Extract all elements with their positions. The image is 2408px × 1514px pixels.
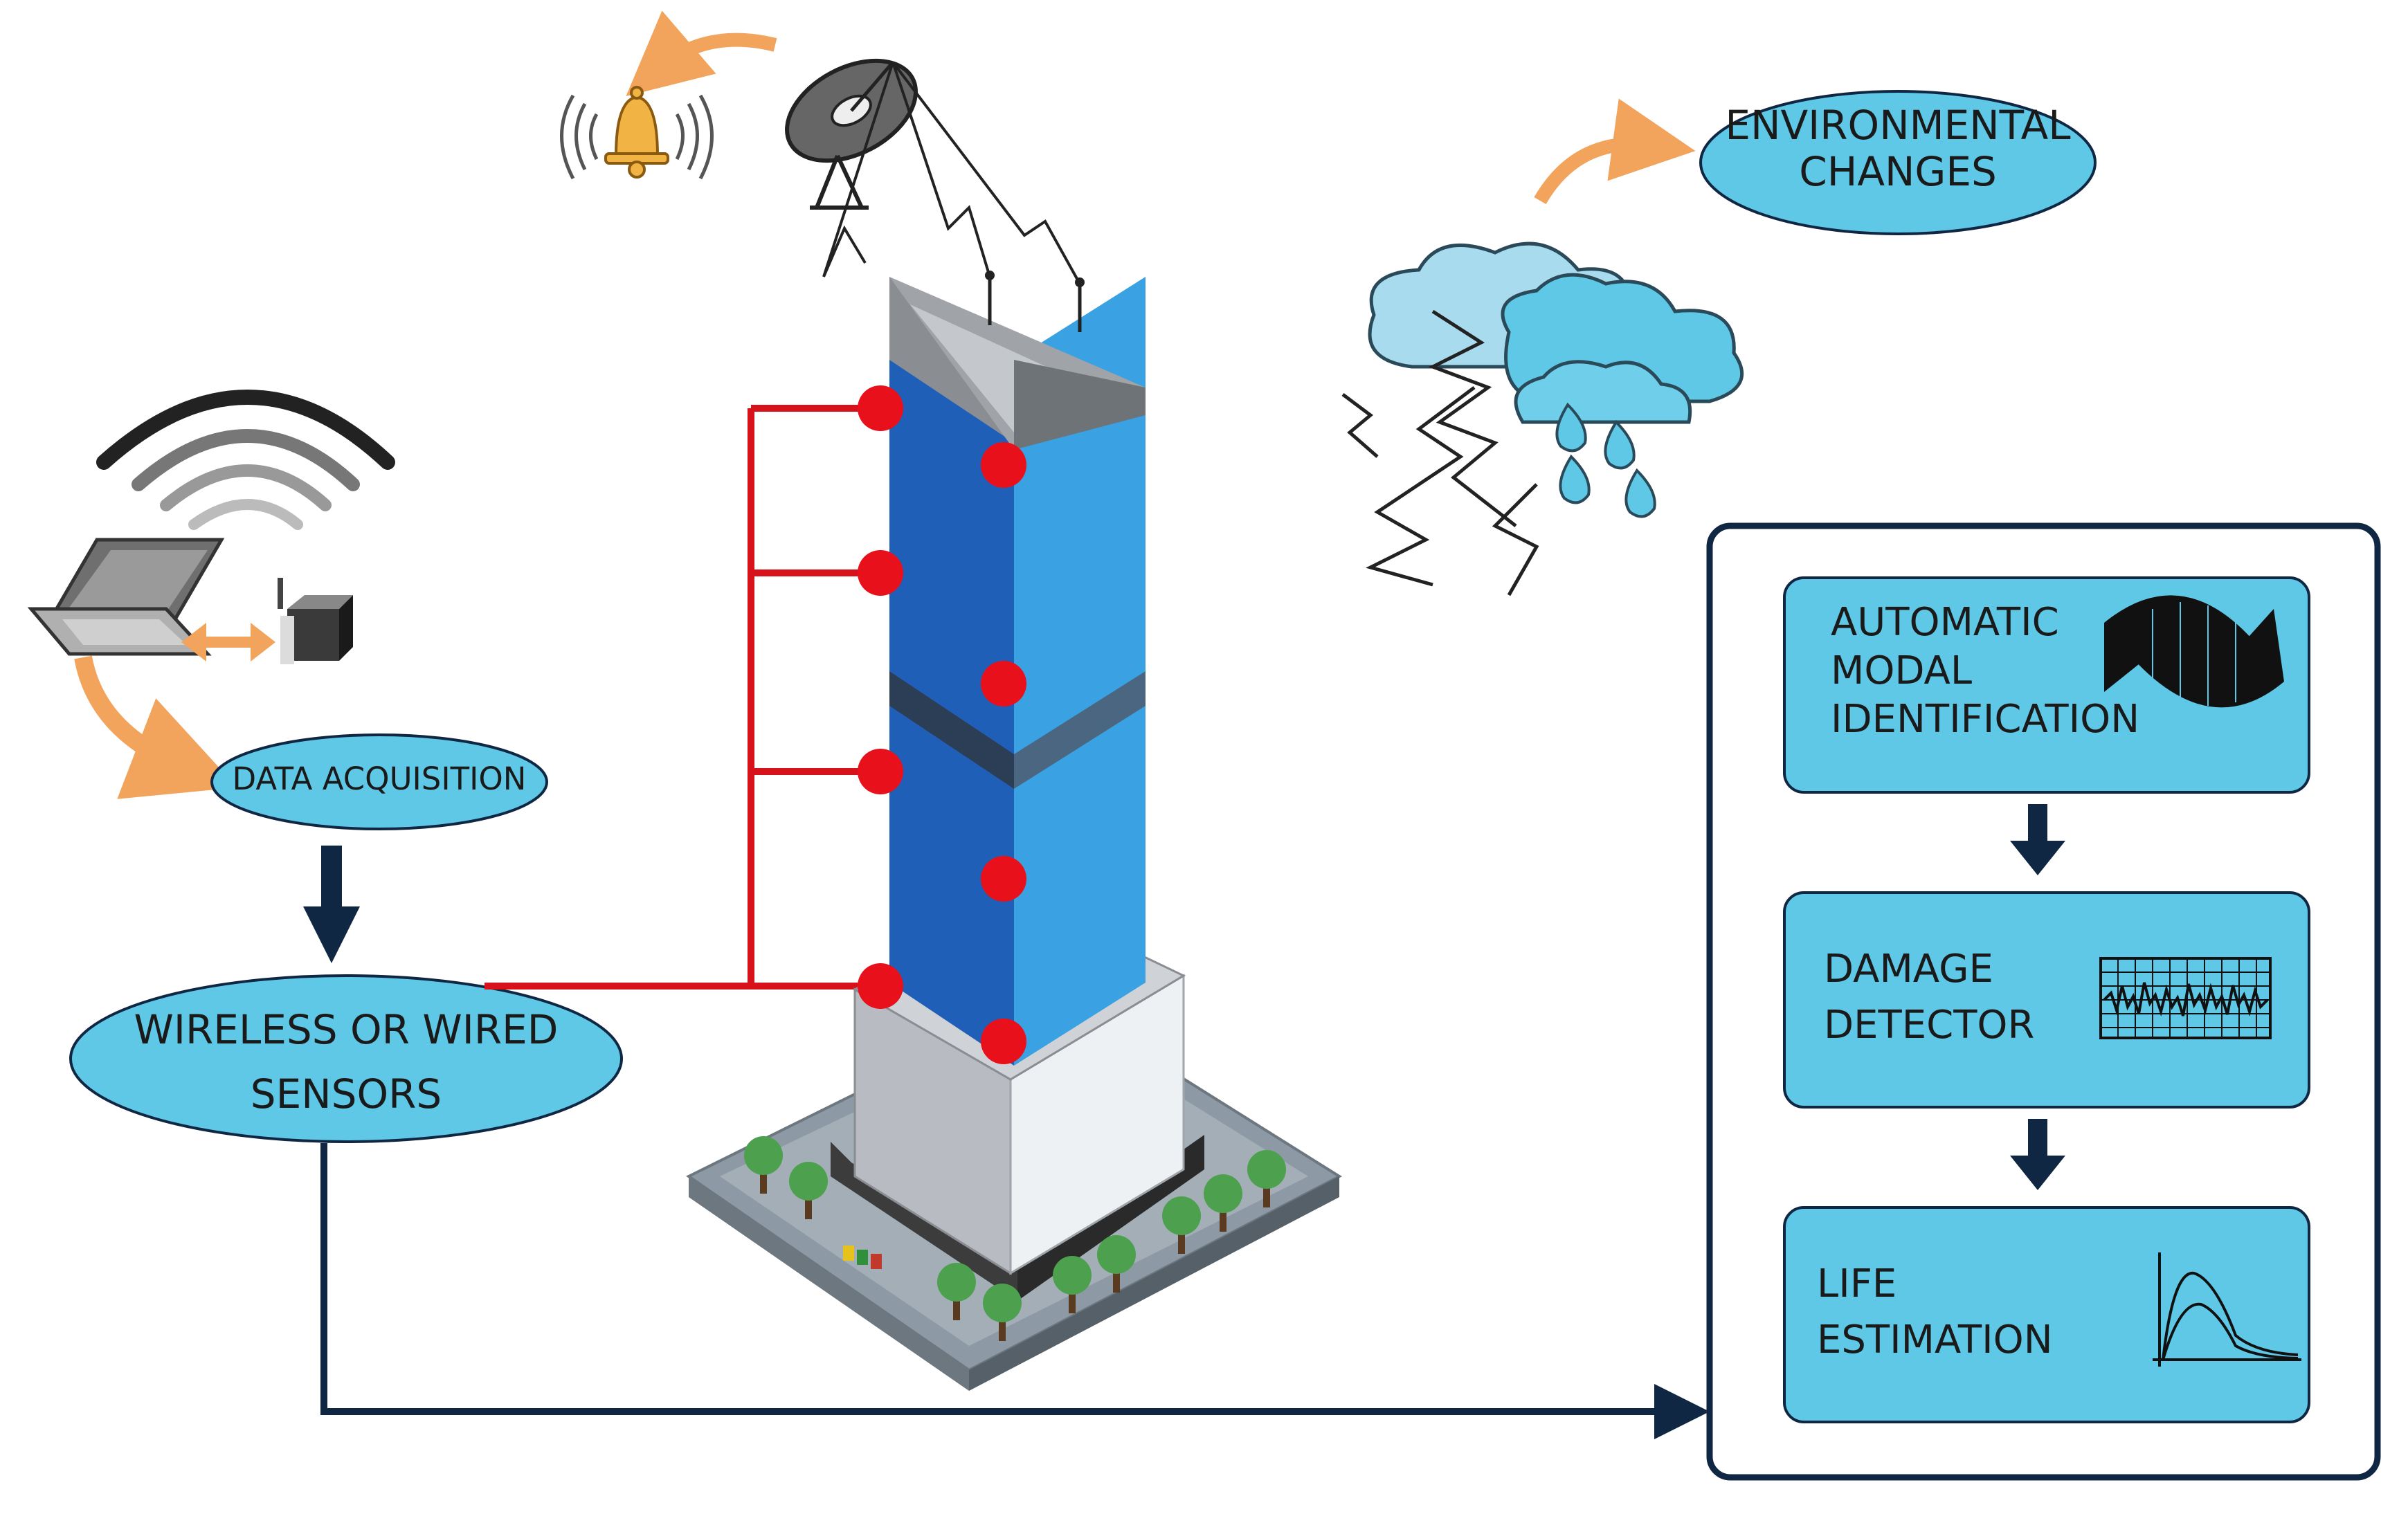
lightning-icon (1341, 309, 1539, 596)
environmental-changes-label: ENVIRONMENTAL CHANGES (1711, 102, 2085, 194)
laptop-to-acquisition-arrow (74, 655, 237, 799)
sensor-dot (858, 963, 903, 1009)
tree-icon (1053, 1256, 1092, 1313)
signal-lightning-lines (822, 61, 1081, 284)
sensor-dot (981, 442, 1026, 488)
tree-icon (1204, 1174, 1242, 1232)
modal-line1: AUTOMATIC (1831, 600, 2059, 645)
acquisition-to-sensors-arrow (303, 846, 360, 963)
wifi-icon (96, 390, 395, 530)
environmental-line2: CHANGES (1799, 147, 1997, 195)
sensors-line1: WIRELESS OR WIRED (134, 1006, 559, 1053)
modal-line3: IDENTIFICATION (1831, 697, 2140, 742)
damage-detector-box (1783, 891, 2310, 1109)
data-acquisition-ellipse (210, 733, 548, 830)
data-acquisition-label: DATA ACQUISITION (232, 760, 527, 797)
laptop-icon (27, 538, 225, 656)
tree-icon (937, 1263, 976, 1320)
decay-curve-icon (2153, 1252, 2301, 1367)
damage-line1: DAMAGE (1824, 947, 1993, 992)
life-line2: ESTIMATION (1817, 1317, 2053, 1363)
life-estimation-label: LIFE ESTIMATION (1817, 1256, 2121, 1368)
sensor-dot (858, 749, 903, 794)
tree-icon (1162, 1196, 1201, 1254)
sensors-label: WIRELESS OR WIRED SENSORS (83, 998, 609, 1127)
tree-icon (1247, 1150, 1286, 1207)
tree-icon (744, 1136, 783, 1194)
tree-icon (983, 1284, 1022, 1341)
sensor-dot (858, 385, 903, 431)
exchange-arrow-icon (181, 623, 275, 662)
damage-detector-label: DAMAGE DETECTOR (1824, 941, 2087, 1053)
tree-icon (789, 1162, 828, 1219)
pipeline-arrow-2 (2010, 1119, 2065, 1190)
life-line1: LIFE (1817, 1261, 1897, 1306)
damage-line2: DETECTOR (1824, 1003, 2035, 1048)
sensor-node-icon (278, 578, 353, 664)
mode-shape-icon (2104, 595, 2284, 708)
sensor-wiring (485, 405, 880, 989)
pipeline-arrow-1 (2010, 804, 2065, 875)
sensor-dot (981, 1019, 1026, 1064)
environmental-line1: ENVIRONMENTAL (1725, 102, 2071, 149)
sensors-to-processing-connector (320, 1143, 1710, 1439)
raindrops-icon (1555, 402, 1656, 518)
sensor-dot (981, 856, 1026, 902)
sensor-dot (981, 661, 1026, 706)
dish-to-alarm-arrow (626, 10, 777, 97)
environmental-changes-ellipse (1699, 90, 2097, 235)
sensors-line2: SENSORS (250, 1070, 442, 1118)
alarm-bell-icon (560, 86, 714, 180)
satellite-dish-icon (785, 58, 918, 210)
storm-cloud-icon (1368, 241, 1744, 424)
building-illustration (686, 271, 1343, 1391)
modal-identification-label: AUTOMATIC MODAL IDENTIFICATION (1831, 599, 2163, 744)
life-estimation-box (1783, 1206, 2310, 1423)
sensor-nodes (858, 385, 1026, 1064)
vibration-signal-icon (2099, 957, 2272, 1039)
weather-to-environment-arrow (1534, 98, 1696, 205)
modal-line2: MODAL (1831, 648, 1973, 693)
tree-icon (1097, 1235, 1136, 1293)
sensors-ellipse (69, 974, 623, 1143)
sensor-dot (858, 550, 903, 596)
